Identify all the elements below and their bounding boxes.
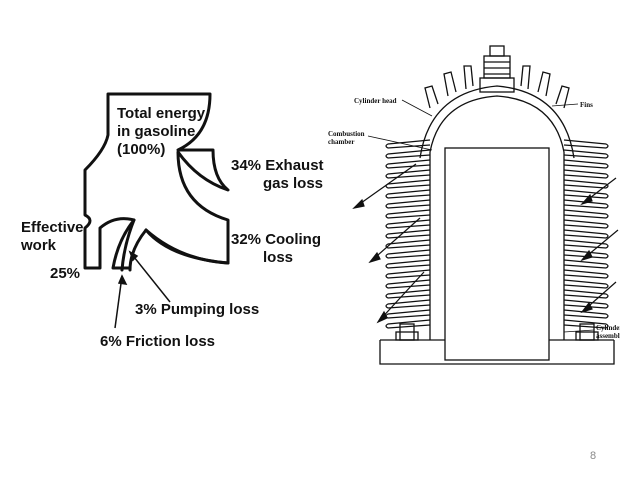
head-fin [520,65,531,90]
combustion-chamber-label-2: chamber [328,138,354,146]
left-fin [385,319,431,329]
right-fin [563,189,609,199]
cylinder-head-label: Cylinder head [354,97,397,105]
pumping-loss-label: 3% Pumping loss [135,301,259,318]
pumping-arrow [129,251,171,303]
head-fin [424,85,439,109]
right-fin [563,279,609,289]
cooling-label-1: 32% Cooling [231,231,321,248]
energy-flow-diagram: Total energy in gasoline (100%) 34% Exha… [20,92,324,350]
cylinder-bore [444,147,550,361]
left-fin [385,269,431,279]
spark-plug-body [483,55,511,79]
right-fin [563,229,609,239]
page-number: 8 [590,450,597,462]
left-fin [385,219,431,229]
right-fin [563,199,609,209]
cooling-label-2: loss [263,249,293,266]
right-fin [563,209,609,219]
spark-plug-top [489,45,505,57]
right-fin [563,289,609,299]
right-fin [563,319,609,329]
effective-work-label-3: 25% [50,265,80,282]
spark-plug-base [479,77,515,93]
left-fin [385,279,431,289]
left-fin [385,159,431,169]
left-fin [385,199,431,209]
combustion-chamber-label-1: Combustion [328,130,365,138]
total-energy-label-1: Total energy [117,105,206,122]
friction-loss-label: 6% Friction loss [100,333,215,350]
right-fin [563,249,609,259]
effective-work-label-2: work [20,237,57,254]
right-fin [563,259,609,269]
fins-label: Fins [580,101,593,109]
left-fin [385,239,431,249]
friction-arrowhead [117,274,128,285]
right-fin [563,149,609,159]
right-fin [563,299,609,309]
cylinder-assembly-label-2: assembly [596,332,620,340]
total-energy-label-3: (100%) [117,141,165,158]
left-fin [385,259,431,269]
right-fin [563,269,609,279]
right-fin [563,219,609,229]
total-energy-label-2: in gasoline [117,123,195,140]
exhaust-label-1: 34% Exhaust [231,157,324,174]
right-fin [563,169,609,179]
friction-arrow [114,275,123,329]
right-fin [563,179,609,189]
left-fin [385,139,431,149]
left-fin [385,299,431,309]
airflow-arrow [377,271,425,323]
head-fin [463,65,474,90]
left-fin [385,229,431,239]
effective-work-label-1: Effective [21,219,84,236]
right-fins [563,139,609,329]
cylinder-assembly-label-1: Cylinder [596,324,620,332]
left-fin [385,289,431,299]
left-fin [385,149,431,159]
head-fin [537,71,551,97]
right-fin [563,159,609,169]
cooling-branch [144,228,230,265]
cylinder-diagram: Cylinder head Fins Combustion chamber Cy… [328,45,620,365]
left-fin [385,249,431,259]
pumping-channel [120,218,136,272]
left-fin [385,189,431,199]
right-fin [563,309,609,319]
pumping-arrowhead [128,250,139,262]
right-fin [563,139,609,149]
left-fins [385,139,431,329]
right-fin [563,239,609,249]
left-fin [385,209,431,219]
exhaust-label-2: gas loss [263,175,323,192]
head-fin [443,71,457,97]
left-fin [385,309,431,319]
left-fin [385,169,431,179]
airflow-arrow [353,163,417,209]
cylinder-head-dome [429,95,565,153]
head-fin [555,85,570,109]
